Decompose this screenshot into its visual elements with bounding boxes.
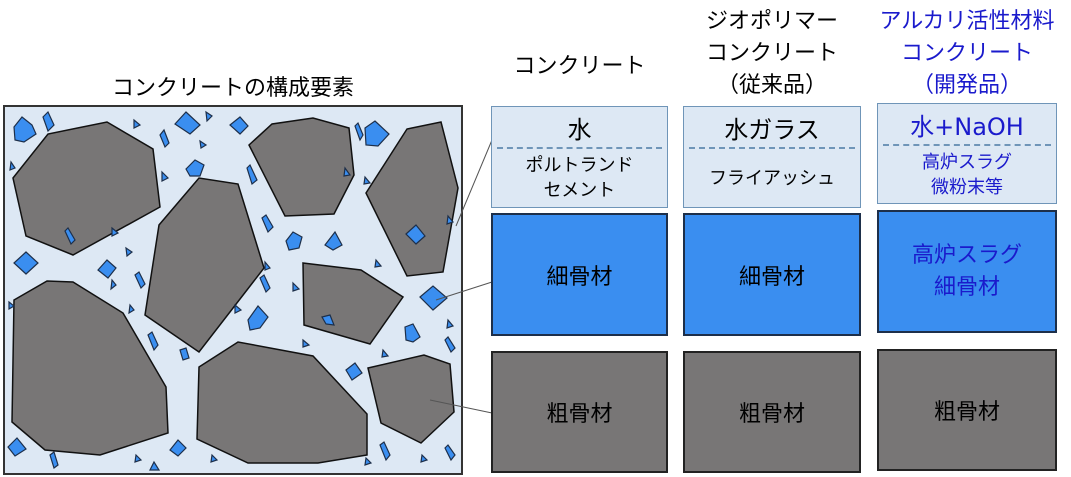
coarse-aggregate-stones (11, 117, 459, 464)
divider (689, 147, 855, 149)
divider (883, 144, 1051, 146)
paste-box-concrete: 水 ポルトランドセメント (491, 106, 668, 208)
header-alkali-activated: アルカリ活性材料コンクリート（開発品） (879, 9, 1055, 98)
leader-lines (429, 139, 493, 414)
coarse-aggregate-box-geopolymer: 粗骨材 (683, 351, 861, 473)
binder-label: フライアッシュ (709, 167, 835, 189)
fine-aggregate-particles (7, 110, 456, 471)
binder-label: ポルトランドセメント (525, 155, 634, 201)
header-geopolymer: ジオポリマーコンクリート（従来品） (705, 9, 838, 98)
liquid-label: 水ガラス (724, 115, 820, 144)
header-concrete: コンクリート (513, 54, 646, 79)
left-title: コンクリートの構成要素 (111, 76, 354, 101)
fine-aggregate-box-alkali-activated: 高炉スラグ細骨材 (877, 210, 1057, 333)
paste-box-geopolymer: 水ガラス フライアッシュ (683, 106, 861, 208)
fine-aggregate-box-concrete: 細骨材 (491, 213, 668, 336)
divider (497, 147, 662, 149)
liquid-label: 水+NaOH (910, 112, 1024, 141)
coarse-aggregate-box-concrete: 粗骨材 (491, 351, 668, 473)
coarse-aggregate-box-alkali-activated: 粗骨材 (877, 349, 1057, 471)
binder-label: 高炉スラグ微粉末等 (922, 151, 1012, 198)
liquid-label: 水 (567, 115, 592, 144)
paste-box-alkali-activated: 水+NaOH 高炉スラグ微粉末等 (877, 103, 1057, 204)
fine-aggregate-box-geopolymer: 細骨材 (683, 213, 861, 336)
